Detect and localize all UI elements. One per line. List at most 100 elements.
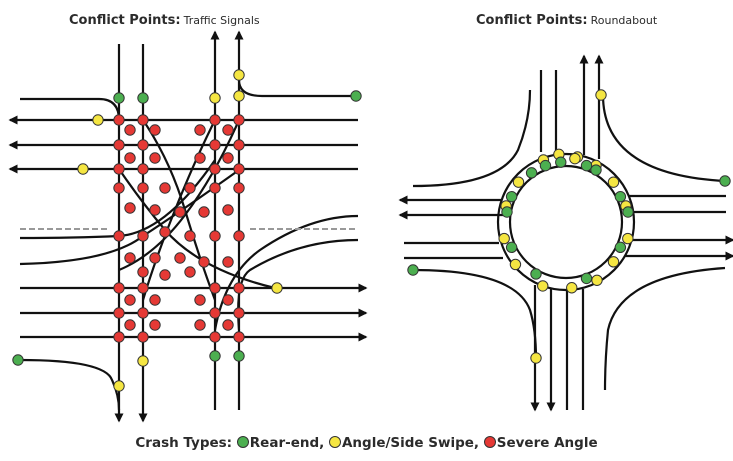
side-swipe-conflict-point: [137, 355, 149, 367]
severe-angle-conflict-point: [198, 256, 210, 268]
severe-angle-conflict-point: [209, 182, 221, 194]
rear-end-conflict-point: [614, 190, 627, 203]
severe-angle-conflict-point: [137, 282, 149, 294]
rear-end-conflict-point: [137, 92, 149, 104]
severe-angle-conflict-point: [209, 163, 221, 175]
conflict-points: [12, 69, 731, 392]
severe-angle-conflict-point: [222, 204, 234, 216]
side-swipe-conflict-point: [113, 380, 125, 392]
severe-angle-conflict-point: [198, 206, 210, 218]
severe-angle-conflict-point: [113, 331, 125, 343]
severe-angle-conflict-point: [124, 152, 136, 164]
rear-end-conflict-point: [505, 241, 518, 254]
rear-end-conflict-point: [580, 159, 593, 172]
severe-angle-conflict-point: [194, 152, 206, 164]
rear-end-conflict-point: [525, 167, 538, 179]
severe-angle-conflict-point: [113, 307, 125, 319]
rear-end-conflict-point: [719, 175, 731, 187]
severe-angle-conflict-point: [174, 206, 186, 218]
side-swipe-conflict-point: [498, 232, 510, 245]
severe-angle-conflict-point: [222, 152, 234, 164]
roundabout-title: Conflict Points:Roundabout: [476, 9, 657, 28]
severe-angle-conflict-point: [149, 319, 161, 331]
roundabout: [398, 54, 733, 412]
severe-angle-conflict-point: [184, 182, 196, 194]
roundabout-title-bold: Conflict Points:: [476, 13, 588, 28]
severe-angle-conflict-point: [149, 294, 161, 306]
roundabout-inner-ring: [508, 164, 624, 280]
severe-angle-conflict-point: [233, 307, 245, 319]
rear-end-conflict-point: [505, 190, 518, 203]
severe-angle-conflict-point: [159, 269, 171, 281]
severe-angle-conflict-point: [209, 307, 221, 319]
severe-angle-conflict-point: [194, 124, 206, 136]
traffic-signal-intersection: [8, 30, 368, 423]
roundabout-outer-ring: [496, 152, 636, 292]
left-turn-path-nb-2: [118, 119, 241, 272]
side-swipe-conflict-point: [530, 352, 542, 364]
rear-end-conflict-point: [614, 241, 627, 254]
turn-paths: [19, 79, 359, 411]
rear-end-conflict-point: [233, 350, 245, 362]
severe-angle-conflict-point: [137, 230, 149, 242]
severe-angle-conflict-point: [233, 331, 245, 343]
severe-angle-conflict-point: [184, 230, 196, 242]
severe-angle-conflict-point: [233, 163, 245, 175]
severe-angle-conflict-point: [137, 163, 149, 175]
severe-angle-conflict-point: [233, 139, 245, 151]
traffic-signals-title: Conflict Points:Traffic Signals: [69, 9, 260, 28]
rear-end-swatch: [236, 436, 249, 448]
legend-side-swipe: Angle/Side Swipe,: [341, 435, 480, 451]
rear-end-conflict-point: [580, 272, 593, 285]
side-swipe-conflict-point: [233, 69, 245, 81]
severe-angle-conflict-point: [113, 182, 125, 194]
rb-sw-right-turn: [412, 268, 538, 359]
severe-angle-conflict-point: [174, 252, 186, 264]
severe-angle-conflict-point: [113, 114, 125, 126]
severe-angle-conflict-point: [113, 282, 125, 294]
severe-angle-conflict-point: [149, 204, 161, 216]
severe-angle-conflict-point: [137, 266, 149, 278]
severe-angle-conflict-point: [113, 163, 125, 175]
severe-angle-swatch: [483, 436, 496, 448]
rb-se-right-turn: [603, 266, 726, 391]
side-swipe-conflict-point: [233, 90, 245, 102]
rear-end-conflict-point: [209, 350, 221, 362]
severe-angle-conflict-point: [222, 294, 234, 306]
side-swipe-conflict-point: [591, 274, 603, 286]
severe-angle-conflict-point: [137, 182, 149, 194]
severe-angle-conflict-point: [233, 230, 245, 242]
side-swipe-conflict-point: [512, 176, 525, 188]
severe-angle-conflict-point: [149, 252, 161, 264]
side-swipe-conflict-point: [566, 282, 578, 294]
traffic-signals-title-label: Traffic Signals: [183, 14, 260, 27]
side-swipe-conflict-point: [569, 152, 581, 165]
severe-angle-conflict-point: [137, 114, 149, 126]
severe-angle-conflict-point: [222, 256, 234, 268]
rear-end-conflict-point: [555, 156, 567, 168]
rear-end-conflict-point: [539, 159, 552, 172]
severe-angle-conflict-point: [124, 252, 136, 264]
side-swipe-swatch: [328, 436, 341, 448]
severe-angle-conflict-point: [124, 294, 136, 306]
side-swipe-conflict-point: [537, 280, 549, 292]
side-swipe-conflict-point: [607, 256, 620, 268]
rear-end-conflict-point: [350, 90, 362, 102]
side-swipe-conflict-point: [509, 258, 522, 271]
rear-end-conflict-point: [622, 206, 634, 218]
severe-angle-conflict-point: [137, 331, 149, 343]
severe-angle-conflict-point: [124, 202, 136, 214]
severe-angle-conflict-point: [113, 230, 125, 242]
side-swipe-conflict-point: [77, 163, 89, 175]
severe-angle-conflict-point: [209, 230, 221, 242]
severe-angle-conflict-point: [233, 282, 245, 294]
severe-angle-conflict-point: [233, 182, 245, 194]
side-swipe-conflict-point: [271, 282, 283, 294]
severe-angle-conflict-point: [209, 282, 221, 294]
side-swipe-conflict-point: [92, 114, 104, 126]
crash-types-legend: Crash Types: Rear-end, Angle/Side Swipe,…: [0, 435, 733, 451]
rb-ne-right-turn: [601, 94, 727, 183]
legend-severe-angle: Severe Angle: [496, 435, 598, 451]
severe-angle-conflict-point: [233, 114, 245, 126]
